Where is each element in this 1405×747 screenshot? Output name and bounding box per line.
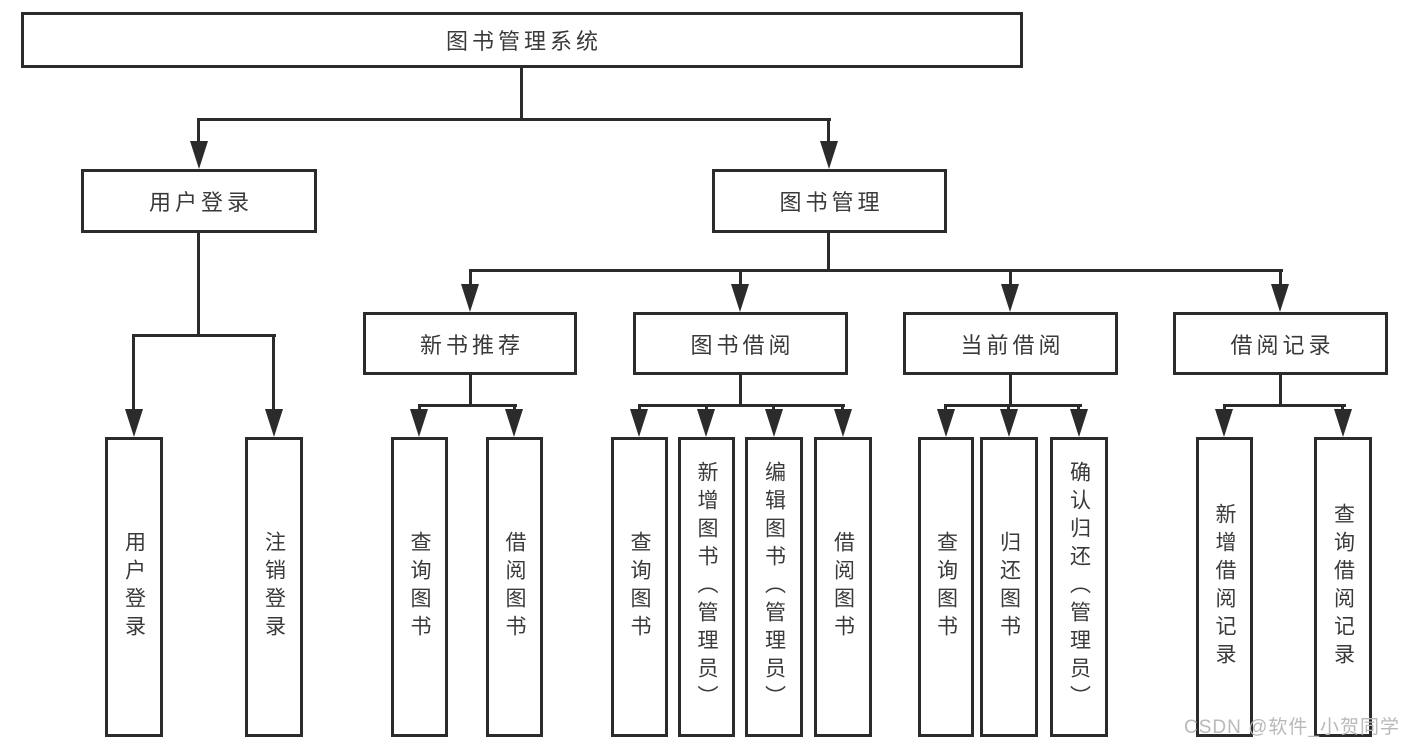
arrowhead-br-query-icon [1334, 409, 1352, 437]
node-current-borrowing: 当前借阅 [903, 312, 1118, 375]
connector-current-borrowing-stem [1009, 375, 1012, 407]
node-user-login-label: 用户登录 [148, 190, 253, 215]
connector-drop-cb-query [944, 404, 947, 412]
connector-drop-bb-edit [772, 404, 775, 412]
leaf-cb-query-books: 查询图书 [918, 437, 974, 737]
leaf-cb-confirm-return: 确认归还（管理员） [1050, 437, 1108, 737]
leaf-bb-edit-books: 编辑图书（管理员） [745, 437, 803, 737]
connector-user-login-stem [197, 233, 200, 337]
connector-drop-cb-confirm [1077, 404, 1080, 412]
leaf-user-login: 用户登录 [105, 437, 163, 737]
node-user-login: 用户登录 [81, 169, 317, 233]
leaf-br-add-record: 新增借阅记录 [1196, 437, 1253, 737]
arrowhead-logout-icon [265, 409, 283, 437]
connector-new-book-recommend-rail [418, 404, 517, 407]
node-book-borrowing: 图书借阅 [633, 312, 848, 375]
arrowhead-cb-confirm-icon [1070, 409, 1088, 437]
leaf-nbr-borrow-books-label: 借阅图书 [503, 531, 526, 643]
node-new-book-recommend-label: 新书推荐 [419, 332, 524, 358]
connector-book-borrowing-rail [638, 404, 845, 407]
leaf-nbr-borrow-books: 借阅图书 [486, 437, 543, 737]
connector-drop-nbr-query [418, 404, 421, 412]
leaf-cb-return-books-label: 归还图书 [997, 531, 1021, 643]
connector-drop-book-borrowing [739, 269, 742, 287]
leaf-nbr-query-books-label: 查询图书 [408, 531, 431, 643]
connector-drop-bb-add [705, 404, 708, 412]
node-root-label: 图书管理系统 [445, 29, 602, 54]
arrowhead-cb-return-icon [1000, 409, 1018, 437]
arrowhead-br-add-icon [1215, 409, 1233, 437]
node-new-book-recommend: 新书推荐 [363, 312, 577, 375]
arrowhead-login-icon [125, 409, 143, 437]
connector-root-rail [197, 118, 831, 121]
arrowhead-book-borrowing-icon [731, 284, 749, 312]
leaf-bb-borrow-books-label: 借阅图书 [831, 531, 855, 643]
connector-drop-bb-borrow [841, 404, 844, 412]
arrowhead-cb-query-icon [937, 409, 955, 437]
connector-book-borrowing-stem [739, 375, 742, 407]
arrowhead-current-borrowing-icon [1001, 284, 1019, 312]
leaf-bb-query-books-label: 查询图书 [628, 531, 651, 643]
node-book-borrowing-label: 图书借阅 [690, 332, 795, 358]
leaf-bb-add-books: 新增图书（管理员） [678, 437, 735, 737]
node-book-management: 图书管理 [712, 169, 947, 233]
leaf-cb-query-books-label: 查询图书 [934, 531, 958, 643]
arrowhead-bb-add-icon [697, 409, 715, 437]
connector-book-management-stem [827, 233, 830, 272]
leaf-nbr-query-books: 查询图书 [391, 437, 448, 737]
arrowhead-nbr-borrow-icon [505, 409, 523, 437]
leaf-bb-edit-books-label: 编辑图书（管理员） [762, 461, 786, 713]
connector-drop-login [132, 334, 135, 411]
connector-borrowing-records-stem [1279, 375, 1282, 407]
connector-drop-cb-return [1007, 404, 1010, 412]
connector-drop-new-book-recommend [469, 269, 472, 287]
arrowhead-new-book-recommend-icon [461, 284, 479, 312]
leaf-br-add-record-label: 新增借阅记录 [1213, 503, 1236, 671]
watermark-text: CSDN @软件_小贺同学 [1184, 717, 1400, 738]
leaf-br-query-record-label: 查询借阅记录 [1331, 503, 1355, 671]
connector-drop-user-login [197, 118, 200, 144]
arrowhead-borrowing-records-icon [1271, 284, 1289, 312]
arrowhead-bb-edit-icon [765, 409, 783, 437]
leaf-cb-return-books: 归还图书 [980, 437, 1038, 737]
arrowhead-user-login-icon [190, 141, 208, 169]
leaf-bb-add-books-label: 新增图书（管理员） [695, 461, 718, 713]
connector-drop-br-query [1341, 404, 1344, 412]
node-root: 图书管理系统 [21, 12, 1023, 68]
connector-new-book-recommend-stem [469, 375, 472, 407]
connector-drop-logout [272, 334, 275, 411]
arrowhead-nbr-query-icon [410, 409, 428, 437]
connector-drop-nbr-borrow [513, 404, 516, 412]
node-current-borrowing-label: 当前借阅 [960, 332, 1065, 358]
connector-drop-book-management [827, 118, 830, 144]
leaf-bb-borrow-books: 借阅图书 [814, 437, 872, 737]
connector-drop-bb-query [638, 404, 641, 412]
connector-current-borrowing-rail [944, 404, 1082, 407]
arrowhead-book-management-icon [820, 141, 838, 169]
connector-borrowing-records-rail [1223, 404, 1346, 407]
leaf-logout-label: 注销登录 [262, 531, 286, 643]
connector-book-management-rail [469, 269, 1283, 272]
arrowhead-bb-borrow-icon [834, 409, 852, 437]
node-borrowing-records: 借阅记录 [1173, 312, 1388, 375]
leaf-user-login-label: 用户登录 [122, 531, 146, 643]
connector-drop-borrowing-records [1279, 269, 1282, 287]
connector-root-stem [520, 68, 523, 121]
connector-drop-current-borrowing [1009, 269, 1012, 287]
connector-drop-br-add [1223, 404, 1226, 412]
arrowhead-bb-query-icon [630, 409, 648, 437]
leaf-logout: 注销登录 [245, 437, 303, 737]
leaf-br-query-record: 查询借阅记录 [1314, 437, 1372, 737]
node-book-management-label: 图书管理 [779, 190, 884, 215]
connector-user-login-rail [132, 334, 276, 337]
leaf-cb-confirm-return-label: 确认归还（管理员） [1067, 461, 1091, 713]
node-borrowing-records-label: 借阅记录 [1230, 332, 1335, 358]
leaf-bb-query-books: 查询图书 [611, 437, 668, 737]
